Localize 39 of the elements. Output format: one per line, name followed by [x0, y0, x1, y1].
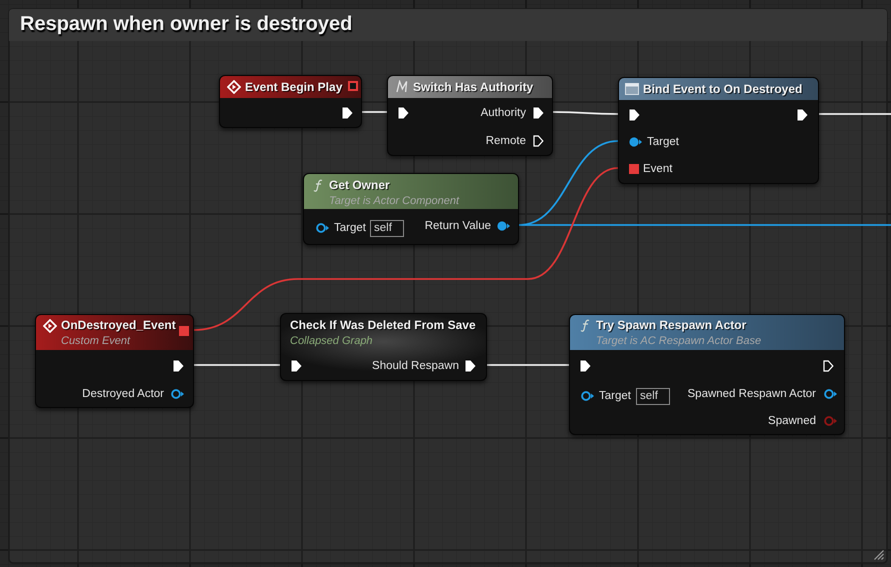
node-title: Bind Event to On Destroyed — [643, 82, 802, 96]
node-subtitle: Target is AC Respawn Actor Base — [596, 334, 762, 348]
pin-label: Target — [647, 135, 679, 149]
event-node — [35, 314, 194, 408]
function-node — [618, 77, 819, 184]
node-subtitle: Collapsed Graph — [290, 334, 373, 348]
function-node — [569, 314, 845, 435]
comment-title: Respawn when owner is destroyed — [20, 12, 352, 36]
pin-label: Target — [334, 221, 366, 235]
collapsed-graph-node — [280, 313, 487, 381]
pin-label: Target — [599, 389, 631, 403]
node-subtitle: Custom Event — [61, 334, 130, 348]
pin-label: Should Respawn — [372, 359, 459, 373]
macro-node — [387, 75, 553, 156]
wire — [553, 111, 618, 115]
event-node — [219, 75, 362, 128]
wire — [194, 364, 280, 366]
pin-label: Event — [643, 162, 672, 176]
node-title: Event Begin Play — [245, 80, 342, 94]
pin-label: Return Value — [424, 219, 491, 233]
node-title: Switch Has Authority — [413, 80, 534, 94]
input-field: self — [636, 388, 670, 405]
pin-label: Destroyed Actor — [82, 387, 164, 401]
wire — [487, 364, 569, 366]
wire — [362, 111, 387, 113]
wire — [819, 113, 891, 115]
pin-label: Spawned — [768, 414, 816, 428]
input-field: self — [370, 220, 404, 237]
pin-label: Spawned Respawn Actor — [688, 387, 816, 401]
pin-label: Authority — [480, 106, 526, 120]
node-subtitle: Target is Actor Component — [329, 194, 460, 208]
function-node — [303, 173, 519, 245]
pin-label: Remote — [486, 134, 526, 148]
wire — [519, 224, 891, 226]
node-title: Get Owner — [329, 178, 390, 192]
wire — [194, 167, 618, 331]
node-title: Try Spawn Respawn Actor — [596, 318, 746, 332]
node-title: OnDestroyed_Event — [61, 318, 176, 332]
node-title: Check If Was Deleted From Save — [290, 318, 476, 332]
